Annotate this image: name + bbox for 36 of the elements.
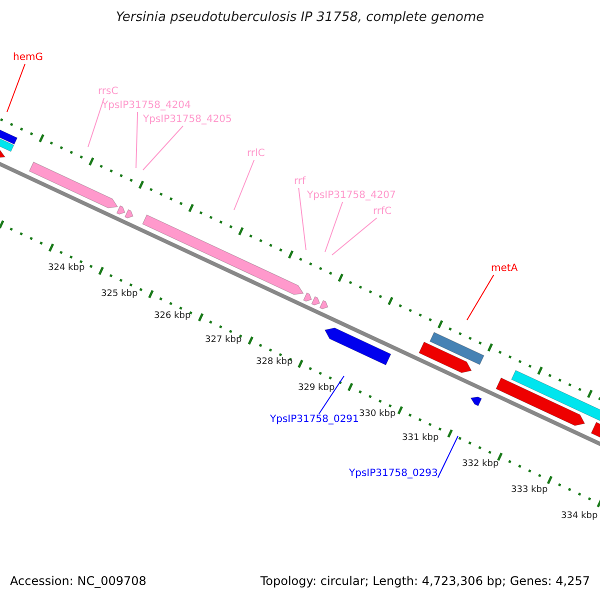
leader-line bbox=[234, 160, 255, 210]
accession-text: Accession: NC_009708 bbox=[10, 575, 146, 587]
gene-label: rrfC bbox=[373, 206, 392, 218]
scale-label: 330 kbp bbox=[359, 408, 396, 420]
scale-label: 325 kbp bbox=[101, 288, 138, 300]
leader-line bbox=[88, 98, 105, 148]
genome-info-text: Topology: circular; Length: 4,723,306 bp; Genes: 4,257 bbox=[260, 575, 590, 587]
leader-line bbox=[437, 436, 458, 478]
gene-label: YpsIP31758_0291 bbox=[270, 414, 359, 426]
gene-label: metA bbox=[491, 263, 518, 275]
gene-label: rrsC bbox=[98, 86, 118, 98]
scale-label: 328 kbp bbox=[256, 356, 293, 368]
gene-label: YpsIP31758_4204 bbox=[102, 100, 191, 112]
scale-label: 327 kbp bbox=[205, 334, 242, 346]
title: Yersinia pseudotuberculosis IP 31758, complete genome bbox=[114, 10, 486, 25]
leader-line bbox=[466, 274, 494, 320]
scale-label: 329 kbp bbox=[298, 382, 335, 394]
leader-line bbox=[332, 218, 378, 256]
leader-line bbox=[298, 188, 306, 250]
leader-line bbox=[136, 112, 138, 168]
gene-label: YpsIP31758_4207 bbox=[307, 190, 396, 202]
scale-label: 332 kbp bbox=[462, 458, 499, 470]
gene-label: YpsIP31758_0293 bbox=[349, 468, 438, 480]
scale-label: 324 kbp bbox=[48, 262, 85, 274]
scale-label: 326 kbp bbox=[154, 310, 191, 322]
scale-label: 331 kbp bbox=[402, 432, 439, 444]
scale-label: 333 kbp bbox=[511, 484, 548, 496]
leader-line bbox=[324, 202, 344, 252]
leader-line bbox=[142, 126, 184, 170]
gene-label: rrf bbox=[294, 176, 306, 188]
leader-line bbox=[318, 376, 344, 414]
scale-label: 334 kbp bbox=[561, 510, 598, 522]
leader-line bbox=[6, 64, 26, 112]
gene-label: hemG bbox=[13, 52, 43, 64]
gene-label: rrlC bbox=[247, 148, 265, 160]
gene-label: YpsIP31758_4205 bbox=[143, 114, 232, 126]
